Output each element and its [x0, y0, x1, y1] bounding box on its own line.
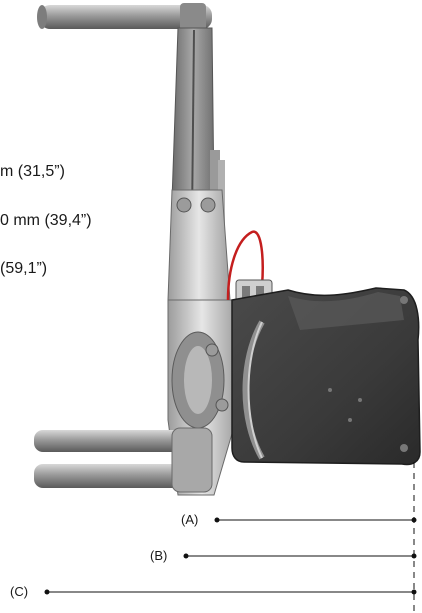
- dimension-label-3: (59,1”): [0, 260, 48, 277]
- middle-joint: [167, 189, 231, 331]
- bottom-rods: [34, 427, 213, 493]
- callout-c: (C): [10, 584, 29, 599]
- dimension-label-1: m (31,5”): [0, 163, 65, 180]
- main-housing: [231, 287, 421, 466]
- callout-a: (A): [181, 512, 199, 527]
- top-rod: [37, 3, 212, 31]
- red-wire: [226, 230, 264, 301]
- dimension-label-2: 0 mm (39,4”): [0, 212, 92, 229]
- dimension-lines: [44, 462, 417, 613]
- callout-b: (B): [150, 548, 168, 563]
